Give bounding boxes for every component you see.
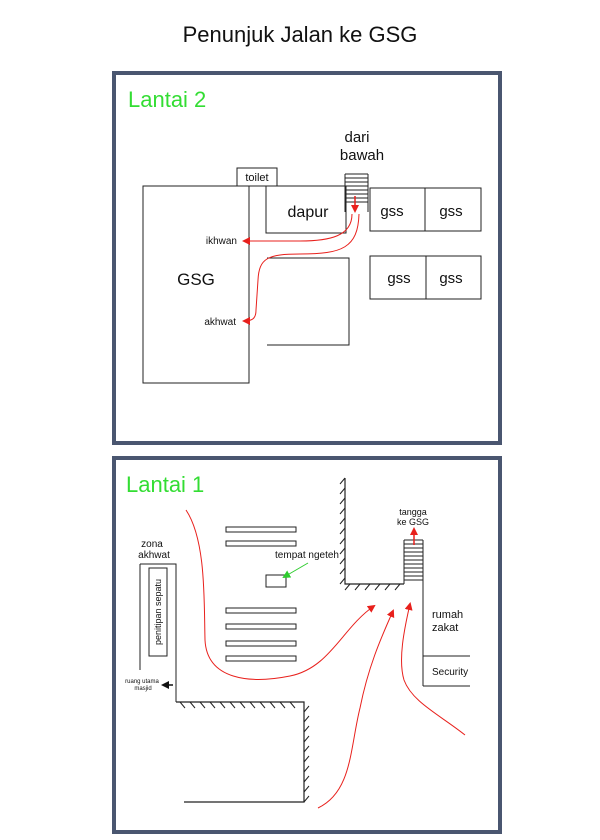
room-toilet — [236, 167, 278, 187]
tempat-ngeteh-table — [265, 574, 287, 588]
ruang-utama-label-line2: masjid — [134, 686, 151, 692]
route-arrow-akhwat — [242, 213, 360, 325]
floor-label-lantai-2: Lantai 2 — [128, 87, 206, 112]
panel-lantai-2: Lantai 2 dari bawah toilet GSG dapur gss — [112, 71, 502, 445]
zona-akhwat-label-line1: zona — [141, 539, 163, 550]
stairs-lantai-1 — [403, 539, 424, 590]
tempat-ngeteh-arrow — [282, 562, 309, 579]
rumah-zakat-label-line2: zakat — [432, 622, 458, 634]
room-gss-4-label: gss — [439, 270, 462, 287]
dari-bawah-label-line2: bawah — [340, 147, 384, 164]
room-gsg — [142, 185, 250, 384]
room-gss-1-label: gss — [380, 203, 403, 220]
tempat-ngeteh-label: tempat ngeteh — [275, 550, 339, 561]
route-arrow-from-bottom — [317, 609, 395, 809]
zona-akhwat-label-line2: akhwat — [138, 550, 170, 561]
hatched-wall-lower — [176, 701, 310, 803]
floor-label-lantai-1: Lantai 1 — [126, 472, 204, 497]
room-gss-3 — [369, 255, 427, 300]
route-arrow-ikhwan — [242, 213, 353, 245]
penitipan-sepatu-label: penitipan sepatu — [153, 579, 163, 645]
room-gsg-label: GSG — [177, 270, 215, 289]
akhwat-label: akhwat — [204, 317, 236, 328]
room-open-lantai-2 — [267, 257, 350, 346]
seating-row-4 — [225, 623, 297, 630]
rumah-zakat-label-line1: rumah — [432, 609, 463, 621]
security-label: Security — [432, 667, 468, 678]
panel-lantai-1-border — [112, 456, 502, 834]
route-arrow-from-right — [401, 602, 466, 736]
room-gss-2 — [424, 187, 482, 232]
stairs-lantai-2 — [344, 173, 369, 212]
room-gss-3-label: gss — [387, 270, 410, 287]
tangga-label-line2: ke GSG — [397, 517, 429, 527]
seating-row-3 — [225, 607, 297, 614]
route-arrow-from-left — [185, 509, 376, 680]
penitipan-sepatu-box — [148, 567, 168, 657]
room-dapur — [265, 185, 347, 234]
ruang-utama-label-line1: ruang utama — [125, 679, 159, 685]
seating-row-1 — [225, 526, 297, 533]
dari-bawah-label-line1: dari — [344, 129, 369, 146]
room-gss-4 — [425, 255, 482, 300]
room-gss-2-label: gss — [439, 203, 462, 220]
ikhwan-label: ikhwan — [206, 236, 237, 247]
zona-akhwat-wall — [139, 563, 177, 702]
room-dapur-label: dapur — [288, 204, 330, 221]
page-title: Penunjuk Jalan ke GSG — [182, 22, 418, 47]
seating-row-6 — [225, 655, 297, 662]
hatched-wall-stairs — [339, 477, 404, 591]
seating-row-2 — [225, 540, 297, 547]
tangga-label-line1: tangga — [399, 507, 427, 517]
seating-row-5 — [225, 640, 297, 647]
panel-lantai-1: Lantai 1 zona akhwat penitipan sepatu ru… — [112, 456, 502, 834]
room-toilet-label: toilet — [245, 172, 268, 184]
